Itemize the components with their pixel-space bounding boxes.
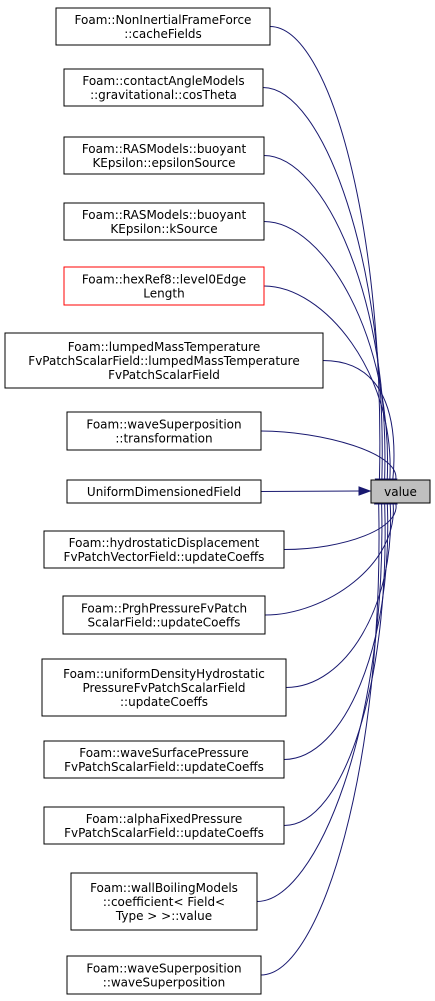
caller-node-box xyxy=(63,68,264,107)
caller-node-box xyxy=(63,202,265,241)
node-label-line: Foam::waveSuperposition xyxy=(86,962,241,976)
node-label-line: ::transformation xyxy=(115,432,212,446)
caller-node[interactable]: UniformDimensionedField xyxy=(66,479,262,504)
node-label-line: FvPatchScalarField xyxy=(108,368,220,382)
node-label-line: Foam::hydrostaticDisplacement xyxy=(69,536,260,550)
call-edge xyxy=(263,285,391,481)
caller-node[interactable]: Foam::lumpedMassTemperatureFvPatchScalar… xyxy=(4,332,324,389)
caller-node[interactable]: Foam::waveSuperposition::transformation xyxy=(66,411,262,451)
node-label-line: Type > >::value xyxy=(115,909,212,923)
node-label-line: Foam::PrghPressureFvPatch xyxy=(81,602,247,616)
caller-node-box xyxy=(66,411,262,451)
caller-node[interactable]: Foam::waveSurfacePressureFvPatchScalarFi… xyxy=(43,740,285,779)
node-label-line: PressureFvPatchScalarField xyxy=(82,681,245,695)
node-label-line: Foam::alphaFixedPressure xyxy=(86,812,243,826)
node-label-line: UniformDimensionedField xyxy=(87,485,241,499)
node-label-line: FvPatchScalarField::updateCoeffs xyxy=(64,760,264,774)
call-edge xyxy=(262,87,383,481)
node-label-line: Foam::uniformDensityHydrostatic xyxy=(63,667,265,681)
node-label-line: FvPatchVectorField::updateCoeffs xyxy=(64,550,265,564)
call-edge xyxy=(285,502,392,688)
node-label-line: Foam::lumpedMassTemperature xyxy=(68,340,260,354)
node-label-line: Foam::RASModels::buoyant xyxy=(82,208,247,222)
caller-node-box xyxy=(63,136,265,175)
caller-node[interactable]: Foam::NonInertialFrameForce::cacheFields xyxy=(55,7,271,46)
node-label-line: ::updateCoeffs xyxy=(120,695,208,709)
node-label-line: Foam::wallBoilingModels xyxy=(90,881,238,895)
caller-node[interactable]: Foam::RASModels::buoyantKEpsilon::epsilo… xyxy=(63,136,265,175)
node-label-line: Foam::RASModels::buoyant xyxy=(82,142,247,156)
call-edge xyxy=(283,502,389,760)
caller-node[interactable]: Foam::hydrostaticDisplacementFvPatchVect… xyxy=(43,530,285,569)
caller-node-box xyxy=(66,479,262,504)
target-node-label: value xyxy=(384,485,417,499)
caller-node-box xyxy=(4,332,324,389)
caller-node-box xyxy=(62,595,266,635)
caller-node-box xyxy=(66,955,262,995)
node-label-line: Foam::hexRef8::level0Edge xyxy=(82,273,246,287)
caller-node[interactable]: Foam::waveSuperposition::waveSuperpositi… xyxy=(66,955,262,995)
node-label-line: ::waveSuperposition xyxy=(103,976,225,990)
node-label-line: Foam::NonInertialFrameForce xyxy=(75,13,252,27)
node-label-line: FvPatchScalarField::updateCoeffs xyxy=(64,826,264,840)
node-label-line: Foam::waveSuperposition xyxy=(86,418,241,432)
node-label-line: ::gravitational::cosTheta xyxy=(90,88,237,102)
call-edge xyxy=(283,502,397,550)
call-edge xyxy=(260,490,361,492)
call-edge xyxy=(283,502,386,826)
call-edge xyxy=(256,502,383,902)
call-edge xyxy=(260,502,380,976)
node-label-line: Foam::waveSurfacePressure xyxy=(79,746,249,760)
caller-node[interactable]: Foam::PrghPressureFvPatchScalarField::up… xyxy=(62,595,266,635)
call-edge xyxy=(264,502,394,616)
node-label-line: ::cacheFields xyxy=(124,27,202,41)
node-label-line: KEpsilon::epsilonSource xyxy=(92,156,235,170)
caller-node[interactable]: Foam::contactAngleModels::gravitational:… xyxy=(63,68,264,107)
nodes-layer: Foam::NonInertialFrameForce::cacheFields… xyxy=(4,7,431,995)
caller-node-box xyxy=(70,872,258,931)
caller-node[interactable]: Foam::uniformDensityHydrostaticPressureF… xyxy=(41,658,287,717)
node-label-line: Length xyxy=(143,287,184,301)
call-edge xyxy=(260,430,397,481)
call-edge xyxy=(322,360,395,481)
caller-node-box xyxy=(55,7,271,46)
target-node-box xyxy=(370,479,431,504)
target-node[interactable]: value xyxy=(370,479,431,504)
node-label-line: ScalarField::updateCoeffs xyxy=(88,616,241,630)
caller-node[interactable]: Foam::RASModels::buoyantKEpsilon::kSourc… xyxy=(63,202,265,241)
caller-node[interactable]: Foam::alphaFixedPressureFvPatchScalarFie… xyxy=(43,806,285,845)
node-label-line: FvPatchScalarField::lumpedMassTemperatur… xyxy=(28,354,299,368)
call-edge xyxy=(269,26,381,481)
caller-node[interactable]: Foam::wallBoilingModels::coefficient< Fi… xyxy=(70,872,258,931)
node-label-line: ::coefficient< Field< xyxy=(103,895,225,909)
caller-node-box xyxy=(43,806,285,845)
node-label-line: Foam::contactAngleModels xyxy=(82,74,244,88)
caller-node-box xyxy=(43,740,285,779)
caller-node-box xyxy=(43,530,285,569)
node-label-line: KEpsilon::kSource xyxy=(110,222,217,236)
caller-node-box xyxy=(41,658,287,717)
caller-node-box xyxy=(63,266,265,306)
arrowhead xyxy=(358,486,372,496)
